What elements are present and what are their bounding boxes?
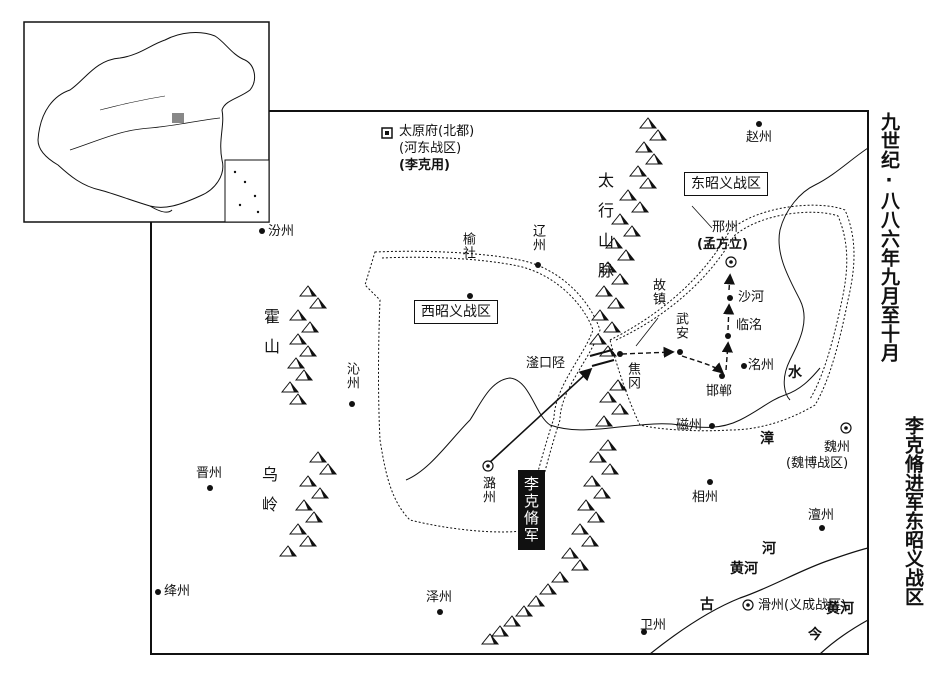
route-handan-linming xyxy=(721,341,733,371)
river-he-label: 河 xyxy=(762,541,776,557)
west-zhaoyi-boundary xyxy=(364,250,601,533)
route-luzhou-fukou xyxy=(487,367,593,465)
linming-label: 临洺 xyxy=(736,318,763,333)
taiyuan-ruler-label: (李克用) xyxy=(399,158,450,173)
xiangzhou-label: 相州 xyxy=(692,490,719,505)
jinzhou-label: 晋州 xyxy=(196,466,223,481)
liaozhou-label: 辽州 xyxy=(530,224,545,252)
east-zhaoyi-label: 东昭义战区 xyxy=(684,172,768,196)
east-zhaoyi-boundary xyxy=(609,204,855,432)
weizhou2-label: 卫州 xyxy=(640,618,667,633)
map-frame xyxy=(150,110,869,655)
river-zhang-label: 漳 xyxy=(760,431,774,447)
inset-map xyxy=(23,21,270,223)
chanzhou-label: 澶州 xyxy=(808,508,835,523)
zezhou-label: 泽州 xyxy=(426,590,453,605)
river-gu-label: 古 xyxy=(700,597,714,613)
mingzhou-label: 洺州 xyxy=(748,358,775,373)
wuling-mountains xyxy=(279,451,337,557)
wuan-label: 武安 xyxy=(673,312,688,340)
wuling-label: 乌岭 xyxy=(259,466,278,526)
fenzhou-label: 汾州 xyxy=(268,224,295,239)
taihang-label: 太行山脉 xyxy=(595,172,614,292)
cizhou-label: 磁州 xyxy=(676,418,703,433)
map-title-subject: 李克脩进军东昭义战区 xyxy=(902,416,924,606)
qinzhou-label: 沁州 xyxy=(344,362,359,390)
handan-label: 邯郸 xyxy=(706,384,733,399)
army-label: 李克脩军 xyxy=(518,470,545,550)
river-jin-label: 今 xyxy=(808,627,822,643)
jiangzhou-label: 绛州 xyxy=(164,584,191,599)
river-shui-label: 水 xyxy=(788,365,802,381)
yushe-label: 榆社 xyxy=(460,232,475,260)
zhaozhou-label: 赵州 xyxy=(746,130,773,145)
shahe-label: 沙河 xyxy=(738,290,765,305)
jiaogang-label: 焦冈 xyxy=(625,362,640,390)
fukou-pass-marker xyxy=(589,349,615,367)
huoshan-mountains xyxy=(281,285,327,405)
fukou-label: 滏口陉 xyxy=(526,356,566,371)
huazhou-label: 滑州(义成战区) xyxy=(758,598,847,613)
route-linming-shahe xyxy=(723,303,735,331)
river-huang-label: 黄河 xyxy=(730,561,758,577)
west-zhaoyi-label: 西昭义战区 xyxy=(414,300,498,324)
route-jiaogang-wuan xyxy=(621,346,675,358)
xingzhou-label: 邢州 xyxy=(712,220,739,235)
river-huanghe-now-label: 黄河 xyxy=(826,601,854,617)
city-markers xyxy=(155,121,852,635)
route-wuan-handan xyxy=(681,355,725,374)
zhang-river xyxy=(405,367,821,481)
luzhou-label: 潞州 xyxy=(480,476,495,504)
taiyuan-sub-label: (河东战区) xyxy=(399,141,462,156)
taiyuan-label: 太原府(北都) xyxy=(399,124,475,139)
modern-yellow-river xyxy=(819,619,869,655)
xingzhou-ruler-label: (孟方立) xyxy=(697,237,748,252)
huoshan-label: 霍山 xyxy=(261,308,280,368)
ancient-yellow-river xyxy=(649,547,869,655)
guzhen-label: 故镇 xyxy=(650,278,665,306)
weizhou-sub-label: (魏博战区) xyxy=(786,456,849,471)
map-title-period: 九世纪·八八六年九月至十月 xyxy=(878,112,900,362)
water-river xyxy=(778,147,869,401)
weizhou-label: 魏州 xyxy=(824,440,851,455)
route-shahe-xingzhou xyxy=(723,273,735,291)
